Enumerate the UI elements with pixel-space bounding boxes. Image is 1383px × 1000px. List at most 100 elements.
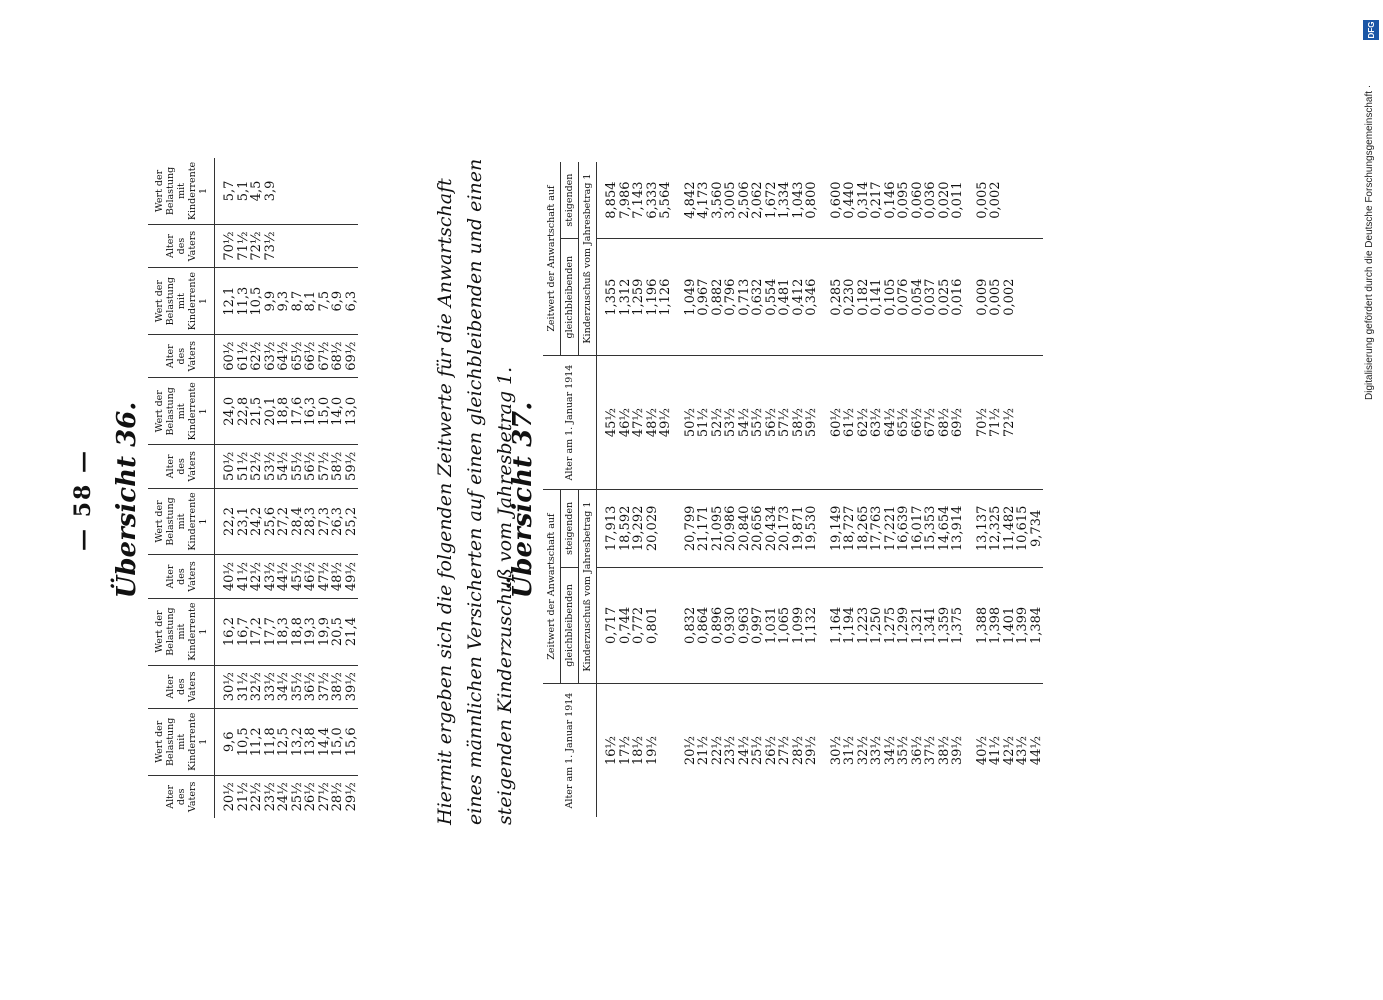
const-value-cell: 1,065 xyxy=(777,567,792,684)
value-cell: 18,8 xyxy=(290,598,305,666)
rising-value-cell: 15,353 xyxy=(923,489,938,568)
rising-value-cell: 0,036 xyxy=(923,181,938,219)
age-cell: 58½ xyxy=(330,444,345,489)
age-cell: 42½ xyxy=(1002,683,1017,817)
value-cell: 5,7 xyxy=(222,180,237,202)
spacer-cell xyxy=(964,355,976,490)
age-cell: 53½ xyxy=(263,444,278,489)
rising-value-cell: 20,173 xyxy=(777,489,792,568)
rising-value-cell: 2,506 xyxy=(736,181,752,219)
age-cell: 38½ xyxy=(937,683,952,817)
age-cell: 59½ xyxy=(344,444,359,489)
rising-value-cell: 20,434 xyxy=(764,489,779,568)
value-cell xyxy=(345,158,359,224)
age-cell: 19½ xyxy=(645,683,660,817)
rising-value-cell: 18,592 xyxy=(618,489,633,568)
rising-value-cell: 0,060 xyxy=(909,181,925,219)
age-cell: 51½ xyxy=(236,444,251,489)
age-cell: 44½ xyxy=(276,554,291,599)
rising-value-cell: 14,654 xyxy=(937,489,952,568)
age-cell: 49½ xyxy=(344,554,359,599)
rising-value-cell: 0,020 xyxy=(936,181,952,219)
const-value-cell: 0,481 xyxy=(777,238,792,356)
const-value-cell: 1,359 xyxy=(937,567,952,684)
age-cell: 39½ xyxy=(344,665,359,709)
age-cell: 72½ xyxy=(1002,355,1017,490)
value-cell: 13,0 xyxy=(344,377,359,445)
paragraph-text: Hiermit ergeben sich die folgenden Zeitw… xyxy=(434,158,516,825)
value-cell: 7,5 xyxy=(317,267,332,335)
age-cell: 69½ xyxy=(950,355,965,490)
value-cell: 15,6 xyxy=(344,708,359,776)
rising-value-cell xyxy=(659,489,673,568)
age-cell: 70½ xyxy=(975,355,990,490)
const-value-cell: 1,375 xyxy=(950,567,965,684)
rising-value-cell: 12,325 xyxy=(988,489,1003,568)
const-value-cell: 0,930 xyxy=(723,567,738,684)
spacer-cell xyxy=(818,683,830,817)
value-cell: 5,1 xyxy=(235,180,251,202)
value-cell: 11,3 xyxy=(236,267,251,335)
age-cell: 56½ xyxy=(303,444,318,489)
table37-header-value: Zeitwert der Anwartschaft auf xyxy=(543,162,561,356)
age-cell: 47½ xyxy=(631,355,646,490)
rising-value-cell: 4,842 xyxy=(682,181,698,219)
age-cell xyxy=(317,224,331,268)
age-cell: 34½ xyxy=(276,665,291,709)
const-value-cell: 1,398 xyxy=(988,567,1003,684)
age-cell: 73½ xyxy=(263,224,278,268)
value-cell: 14,0 xyxy=(330,377,345,445)
value-cell: 4,5 xyxy=(249,180,264,202)
const-value-cell: 1,401 xyxy=(1002,567,1017,684)
value-cell: 19,3 xyxy=(303,598,318,666)
age-cell: 55½ xyxy=(290,444,305,489)
age-cell: 42½ xyxy=(249,554,264,599)
spacer-cell xyxy=(672,567,684,684)
age-cell: 48½ xyxy=(645,355,660,490)
rising-value-cell: 1,672 xyxy=(763,181,779,219)
rising-value-cell: 0,600 xyxy=(828,181,844,219)
value-cell: 16,2 xyxy=(214,598,237,666)
table37-header-rising: steigenden xyxy=(560,162,579,239)
age-cell: 27½ xyxy=(777,683,792,817)
age-cell: 28½ xyxy=(330,775,345,818)
value-cell: 22,2 xyxy=(214,488,237,555)
rising-value-cell: 0,314 xyxy=(855,181,871,219)
const-value-cell: 0,717 xyxy=(596,567,619,684)
table36-header-age: Alter des Vaters xyxy=(148,334,215,378)
value-cell: 22,8 xyxy=(236,377,251,445)
age-cell: 30½ xyxy=(214,665,237,709)
value-cell: 15,0 xyxy=(317,377,332,445)
age-cell xyxy=(344,224,358,268)
age-cell: 56½ xyxy=(764,355,779,490)
const-value-cell: 0,744 xyxy=(618,567,633,684)
const-value-cell: 0,230 xyxy=(842,238,857,356)
rising-value-cell: 17,913 xyxy=(596,489,619,568)
age-cell: 38½ xyxy=(330,665,345,709)
age-cell: 32½ xyxy=(856,683,871,817)
spacer-cell xyxy=(673,162,684,239)
age-cell: 71½ xyxy=(236,224,251,268)
age-cell: 71½ xyxy=(988,355,1003,490)
const-value-cell: 1,259 xyxy=(631,238,646,356)
age-cell: 69½ xyxy=(344,334,359,378)
const-value-cell: 1,384 xyxy=(1029,567,1044,684)
age-cell: 50½ xyxy=(683,355,698,490)
age-cell: 40½ xyxy=(975,683,990,817)
const-value-cell: 0,005 xyxy=(988,238,1003,356)
rising-value-cell: 0,146 xyxy=(882,181,898,219)
value-cell: 17,7 xyxy=(263,598,278,666)
age-cell: 45½ xyxy=(290,554,305,599)
value-cell: 20,1 xyxy=(263,377,278,445)
